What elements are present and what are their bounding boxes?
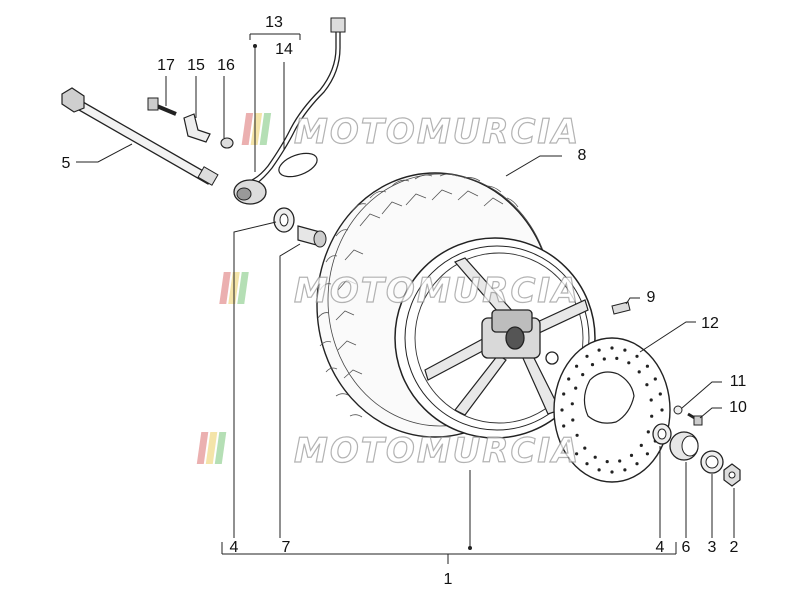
axle	[61, 87, 219, 186]
speedometer-drive	[233, 17, 346, 205]
seal-4-left	[273, 207, 295, 233]
screw-9	[611, 301, 631, 315]
watermark: MOTOMURCIA MOTOMURCIA MOTOMURCIA	[196, 111, 580, 472]
callout-p1: 1	[444, 571, 453, 588]
callout-p4a: 4	[230, 539, 239, 556]
callout-p16: 16	[217, 57, 235, 74]
watermark-text: MOTOMURCIA	[294, 271, 580, 311]
watermark-logo: MOTOMURCIA	[241, 111, 580, 153]
callout-p6: 6	[682, 539, 691, 556]
washer-3	[700, 450, 724, 474]
callout-p9: 9	[647, 289, 656, 306]
nut-16	[220, 137, 234, 149]
callout-p11: 11	[730, 373, 747, 390]
callout-p15: 15	[187, 57, 205, 74]
callout-p10: 10	[729, 399, 747, 416]
callout-p17: 17	[157, 57, 175, 74]
callout-p4b: 4	[656, 539, 665, 556]
watermark-text: MOTOMURCIA	[294, 112, 580, 152]
spacer-6	[669, 431, 699, 461]
watermark-logo: MOTOMURCIA	[219, 270, 580, 312]
watermark-logo: MOTOMURCIA	[196, 430, 580, 472]
callout-p14: 14	[275, 41, 293, 58]
callout-p7: 7	[282, 539, 291, 556]
seal-4-right	[652, 423, 672, 445]
spacer-7	[297, 225, 327, 248]
bolt-17	[147, 97, 177, 116]
callout-p8: 8	[578, 147, 587, 164]
nut-2	[723, 463, 741, 487]
callout-p12: 12	[701, 315, 719, 332]
leader-lines	[76, 33, 735, 564]
watermark-text: MOTOMURCIA	[294, 431, 580, 471]
callout-p2: 2	[730, 539, 739, 556]
callout-p13: 13	[265, 14, 283, 31]
wheel-rim	[394, 237, 596, 439]
bolt-10	[687, 412, 703, 426]
callout-p5: 5	[62, 155, 71, 172]
callout-p3: 3	[708, 539, 717, 556]
bracket-15	[183, 113, 211, 143]
washer-11	[673, 405, 683, 415]
brake-disc	[553, 337, 671, 483]
